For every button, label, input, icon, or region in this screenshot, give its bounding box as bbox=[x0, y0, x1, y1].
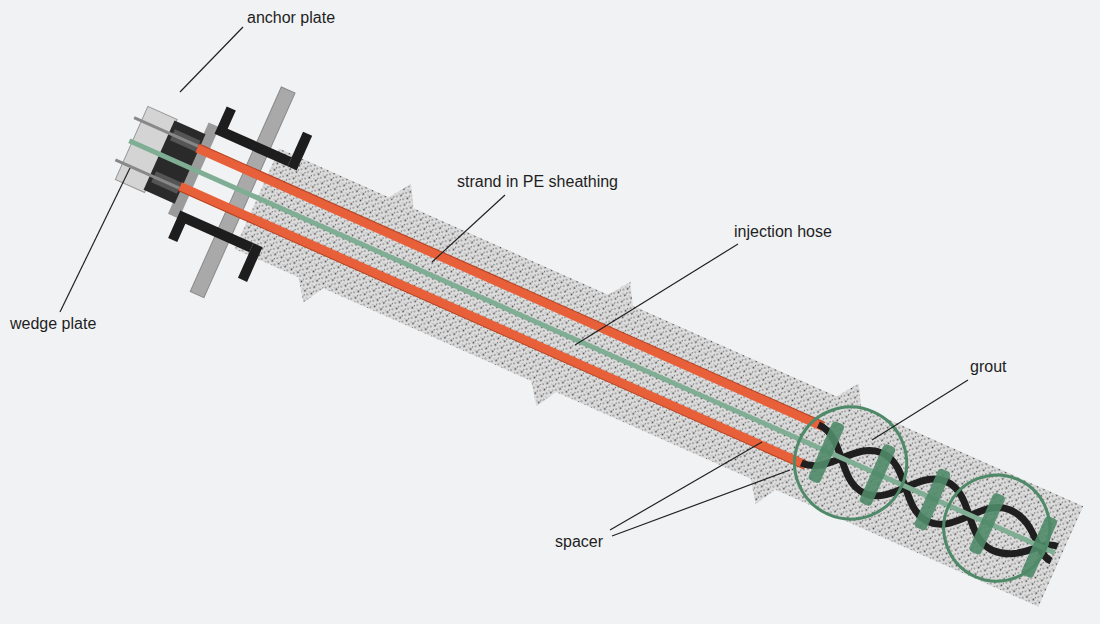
drawing-part bbox=[432, 195, 505, 262]
part-label: spacer bbox=[553, 532, 605, 552]
drawing-part bbox=[389, 178, 422, 208]
drawing-part bbox=[859, 443, 897, 507]
drawing-part bbox=[801, 425, 1064, 574]
part-label: injection hose bbox=[732, 222, 834, 242]
drawing-part bbox=[115, 160, 179, 188]
drawing-part bbox=[180, 27, 243, 92]
drawing-part bbox=[197, 148, 823, 427]
bond-strands bbox=[801, 425, 1064, 574]
spacers bbox=[777, 389, 1068, 601]
drawing-part bbox=[1020, 515, 1058, 579]
leader-lines bbox=[60, 27, 968, 536]
drawing-part bbox=[168, 211, 253, 271]
drawing-part bbox=[608, 276, 641, 306]
ground-anchor bbox=[79, 37, 1100, 624]
drawing-part bbox=[742, 479, 775, 509]
drawing-part bbox=[968, 492, 1006, 556]
drawing-part bbox=[836, 377, 869, 407]
drawing-part bbox=[238, 243, 263, 282]
drawing-part bbox=[927, 458, 1067, 598]
drawing-part bbox=[612, 470, 790, 536]
drawing-part bbox=[777, 389, 925, 537]
drawing-part bbox=[807, 420, 845, 484]
drawing-part bbox=[199, 144, 825, 423]
drawing-part bbox=[801, 425, 1064, 574]
injection-hose-line bbox=[129, 141, 1054, 553]
drawing-part bbox=[60, 168, 130, 312]
drawing-part bbox=[178, 191, 804, 470]
drawing-part bbox=[872, 380, 968, 440]
part-label: anchor plate bbox=[245, 8, 337, 28]
part-label: strand in PE sheathing bbox=[455, 172, 620, 192]
drawing-part bbox=[180, 186, 806, 465]
drawing-part bbox=[290, 277, 323, 307]
drawing-part bbox=[610, 442, 762, 530]
drawing-part bbox=[288, 132, 313, 171]
drawing-part bbox=[523, 381, 556, 411]
part-label: grout bbox=[968, 357, 1008, 377]
part-label: wedge plate bbox=[8, 314, 98, 334]
drawing-part bbox=[134, 118, 198, 146]
drawing-part bbox=[575, 244, 738, 345]
